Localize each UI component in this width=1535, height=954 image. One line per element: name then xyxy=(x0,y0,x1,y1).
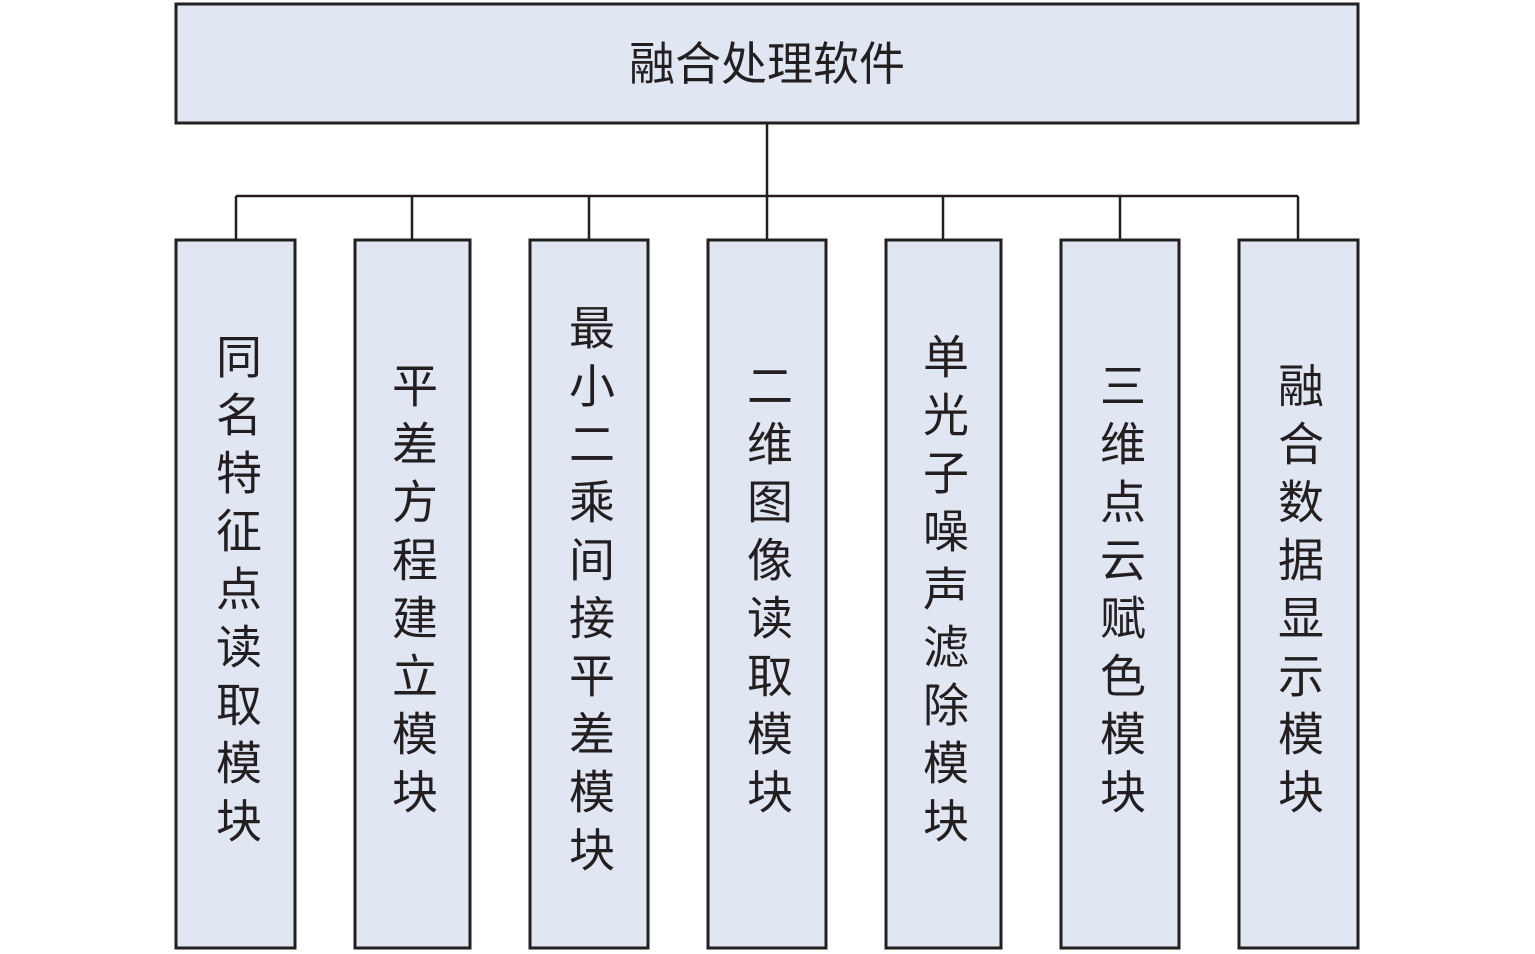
root-label: 融合处理软件 xyxy=(629,37,905,91)
connectors xyxy=(234,123,1300,240)
module-box xyxy=(706,238,828,950)
module-label: 融合数据显示模块 xyxy=(1271,362,1325,826)
module-node-4: 二维图像读取模块 xyxy=(706,238,828,950)
module-node-6: 三维点云赋色模块 xyxy=(1059,238,1181,950)
module-box xyxy=(174,238,297,950)
module-label: 三维点云赋色模块 xyxy=(1093,362,1147,826)
module-box xyxy=(353,238,472,950)
module-box xyxy=(528,238,650,950)
module-label: 单光子噪声滤除模块 xyxy=(916,333,970,855)
module-node-2: 平差方程建立模块 xyxy=(353,238,472,950)
module-node-3: 最小二乘间接平差模块 xyxy=(528,238,650,950)
module-label: 最小二乘间接平差模块 xyxy=(562,304,616,884)
module-label: 平差方程建立模块 xyxy=(385,362,439,826)
module-label: 二维图像读取模块 xyxy=(740,362,794,826)
module-node-5: 单光子噪声滤除模块 xyxy=(884,238,1003,950)
module-node-7: 融合数据显示模块 xyxy=(1237,238,1360,950)
module-box xyxy=(1059,238,1181,950)
root-node: 融合处理软件 xyxy=(174,2,1360,125)
module-node-1: 同名特征点读取模块 xyxy=(174,238,297,950)
module-box xyxy=(884,238,1003,950)
root-box xyxy=(174,2,1360,125)
module-box xyxy=(1237,238,1360,950)
module-label: 同名特征点读取模块 xyxy=(209,333,263,855)
